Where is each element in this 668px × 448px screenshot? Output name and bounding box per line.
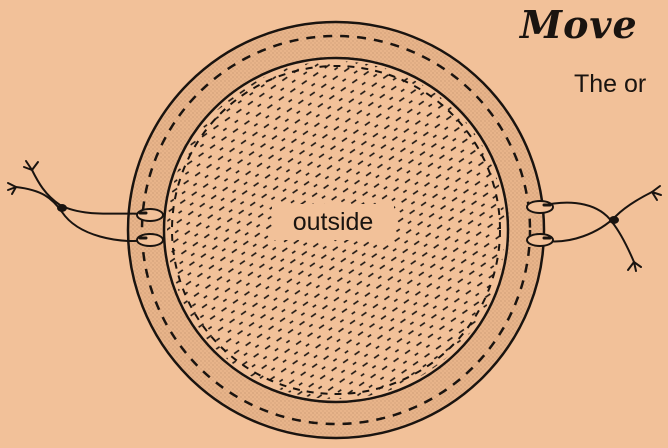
outside-label: outside xyxy=(272,204,394,240)
right-hand-icon xyxy=(527,186,661,271)
page-title: Move xyxy=(520,2,638,47)
subtitle-text: The or xyxy=(574,70,646,99)
